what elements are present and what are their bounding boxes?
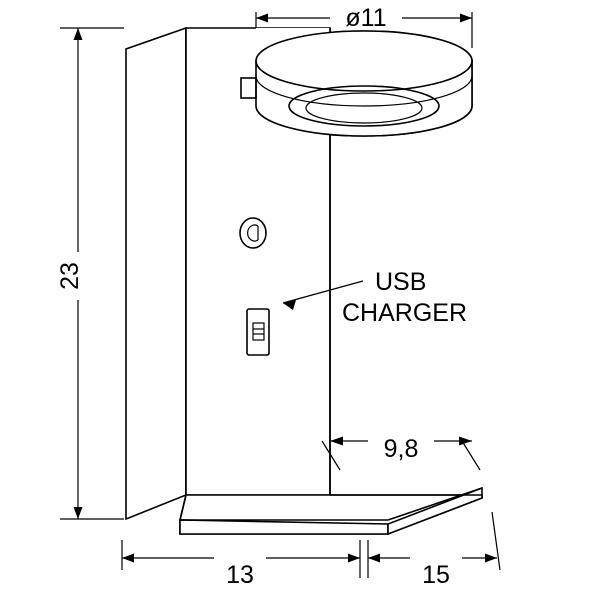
dimension-label-diameter: ø11 bbox=[345, 4, 386, 32]
arrow-head bbox=[122, 553, 134, 563]
label-backdrop bbox=[410, 550, 462, 588]
extension-line bbox=[491, 511, 501, 571]
callout-usb-charger: USB CHARGER bbox=[282, 268, 467, 327]
dimension-height-left: 23 bbox=[56, 27, 124, 520]
switch-outer-ring bbox=[239, 217, 267, 249]
back-plate-face bbox=[125, 26, 187, 521]
usb-port[interactable] bbox=[246, 308, 270, 356]
lamp-head-ring-line-overlay bbox=[255, 75, 473, 107]
label-backdrop bbox=[330, 2, 402, 32]
usb-port-slot bbox=[252, 322, 265, 341]
dimension-label-width: 13 bbox=[226, 561, 254, 589]
callout-leader-line bbox=[282, 280, 364, 304]
shelf-left-line bbox=[179, 494, 187, 521]
arrow-head bbox=[460, 13, 472, 23]
back-plate bbox=[125, 26, 187, 521]
callout-label-line1: USB bbox=[375, 268, 426, 296]
dimension-depth-bottom: 15 bbox=[367, 511, 501, 589]
label-backdrop bbox=[214, 550, 266, 588]
lamp-head-top-ellipse-overlay bbox=[255, 30, 473, 92]
arrow-head bbox=[485, 553, 497, 563]
lamp-head-diffuser-outer-overlay bbox=[288, 85, 440, 127]
arrow-head bbox=[73, 28, 83, 40]
dimension-label-depth-shelf: 9,8 bbox=[384, 435, 419, 463]
dimension-label-depth-bottom: 15 bbox=[422, 561, 450, 589]
arrow-head bbox=[368, 553, 380, 563]
lamp-head-overlay bbox=[240, 30, 473, 137]
arrow-head bbox=[330, 436, 343, 446]
usb-port-body bbox=[246, 308, 270, 356]
dimension-width-bottom: 13 bbox=[121, 540, 361, 589]
shelf-edge-line bbox=[387, 487, 483, 521]
arrow-head bbox=[256, 13, 268, 23]
arrow-head bbox=[348, 553, 360, 563]
shelf-side-edge bbox=[387, 486, 483, 536]
label-backdrop bbox=[368, 432, 434, 464]
arrow-head bbox=[283, 300, 296, 310]
arrow-head bbox=[73, 507, 83, 519]
arrow-head bbox=[459, 436, 472, 446]
shelf bbox=[179, 486, 483, 536]
label-backdrop bbox=[62, 252, 94, 300]
dimension-label-height: 23 bbox=[56, 262, 84, 290]
extension-line bbox=[321, 440, 341, 471]
switch[interactable] bbox=[239, 217, 267, 249]
lamp-head-mount-tab-overlay bbox=[240, 77, 257, 99]
lamp-head-diffuser-inner-overlay bbox=[305, 92, 423, 124]
extension-line bbox=[461, 440, 481, 471]
dimension-depth-shelf: 9,8 bbox=[321, 432, 481, 471]
dimension-diameter-top: ø11 bbox=[255, 2, 473, 48]
switch-inner-arc bbox=[247, 224, 259, 242]
callout-label-line2: CHARGER bbox=[342, 299, 467, 327]
